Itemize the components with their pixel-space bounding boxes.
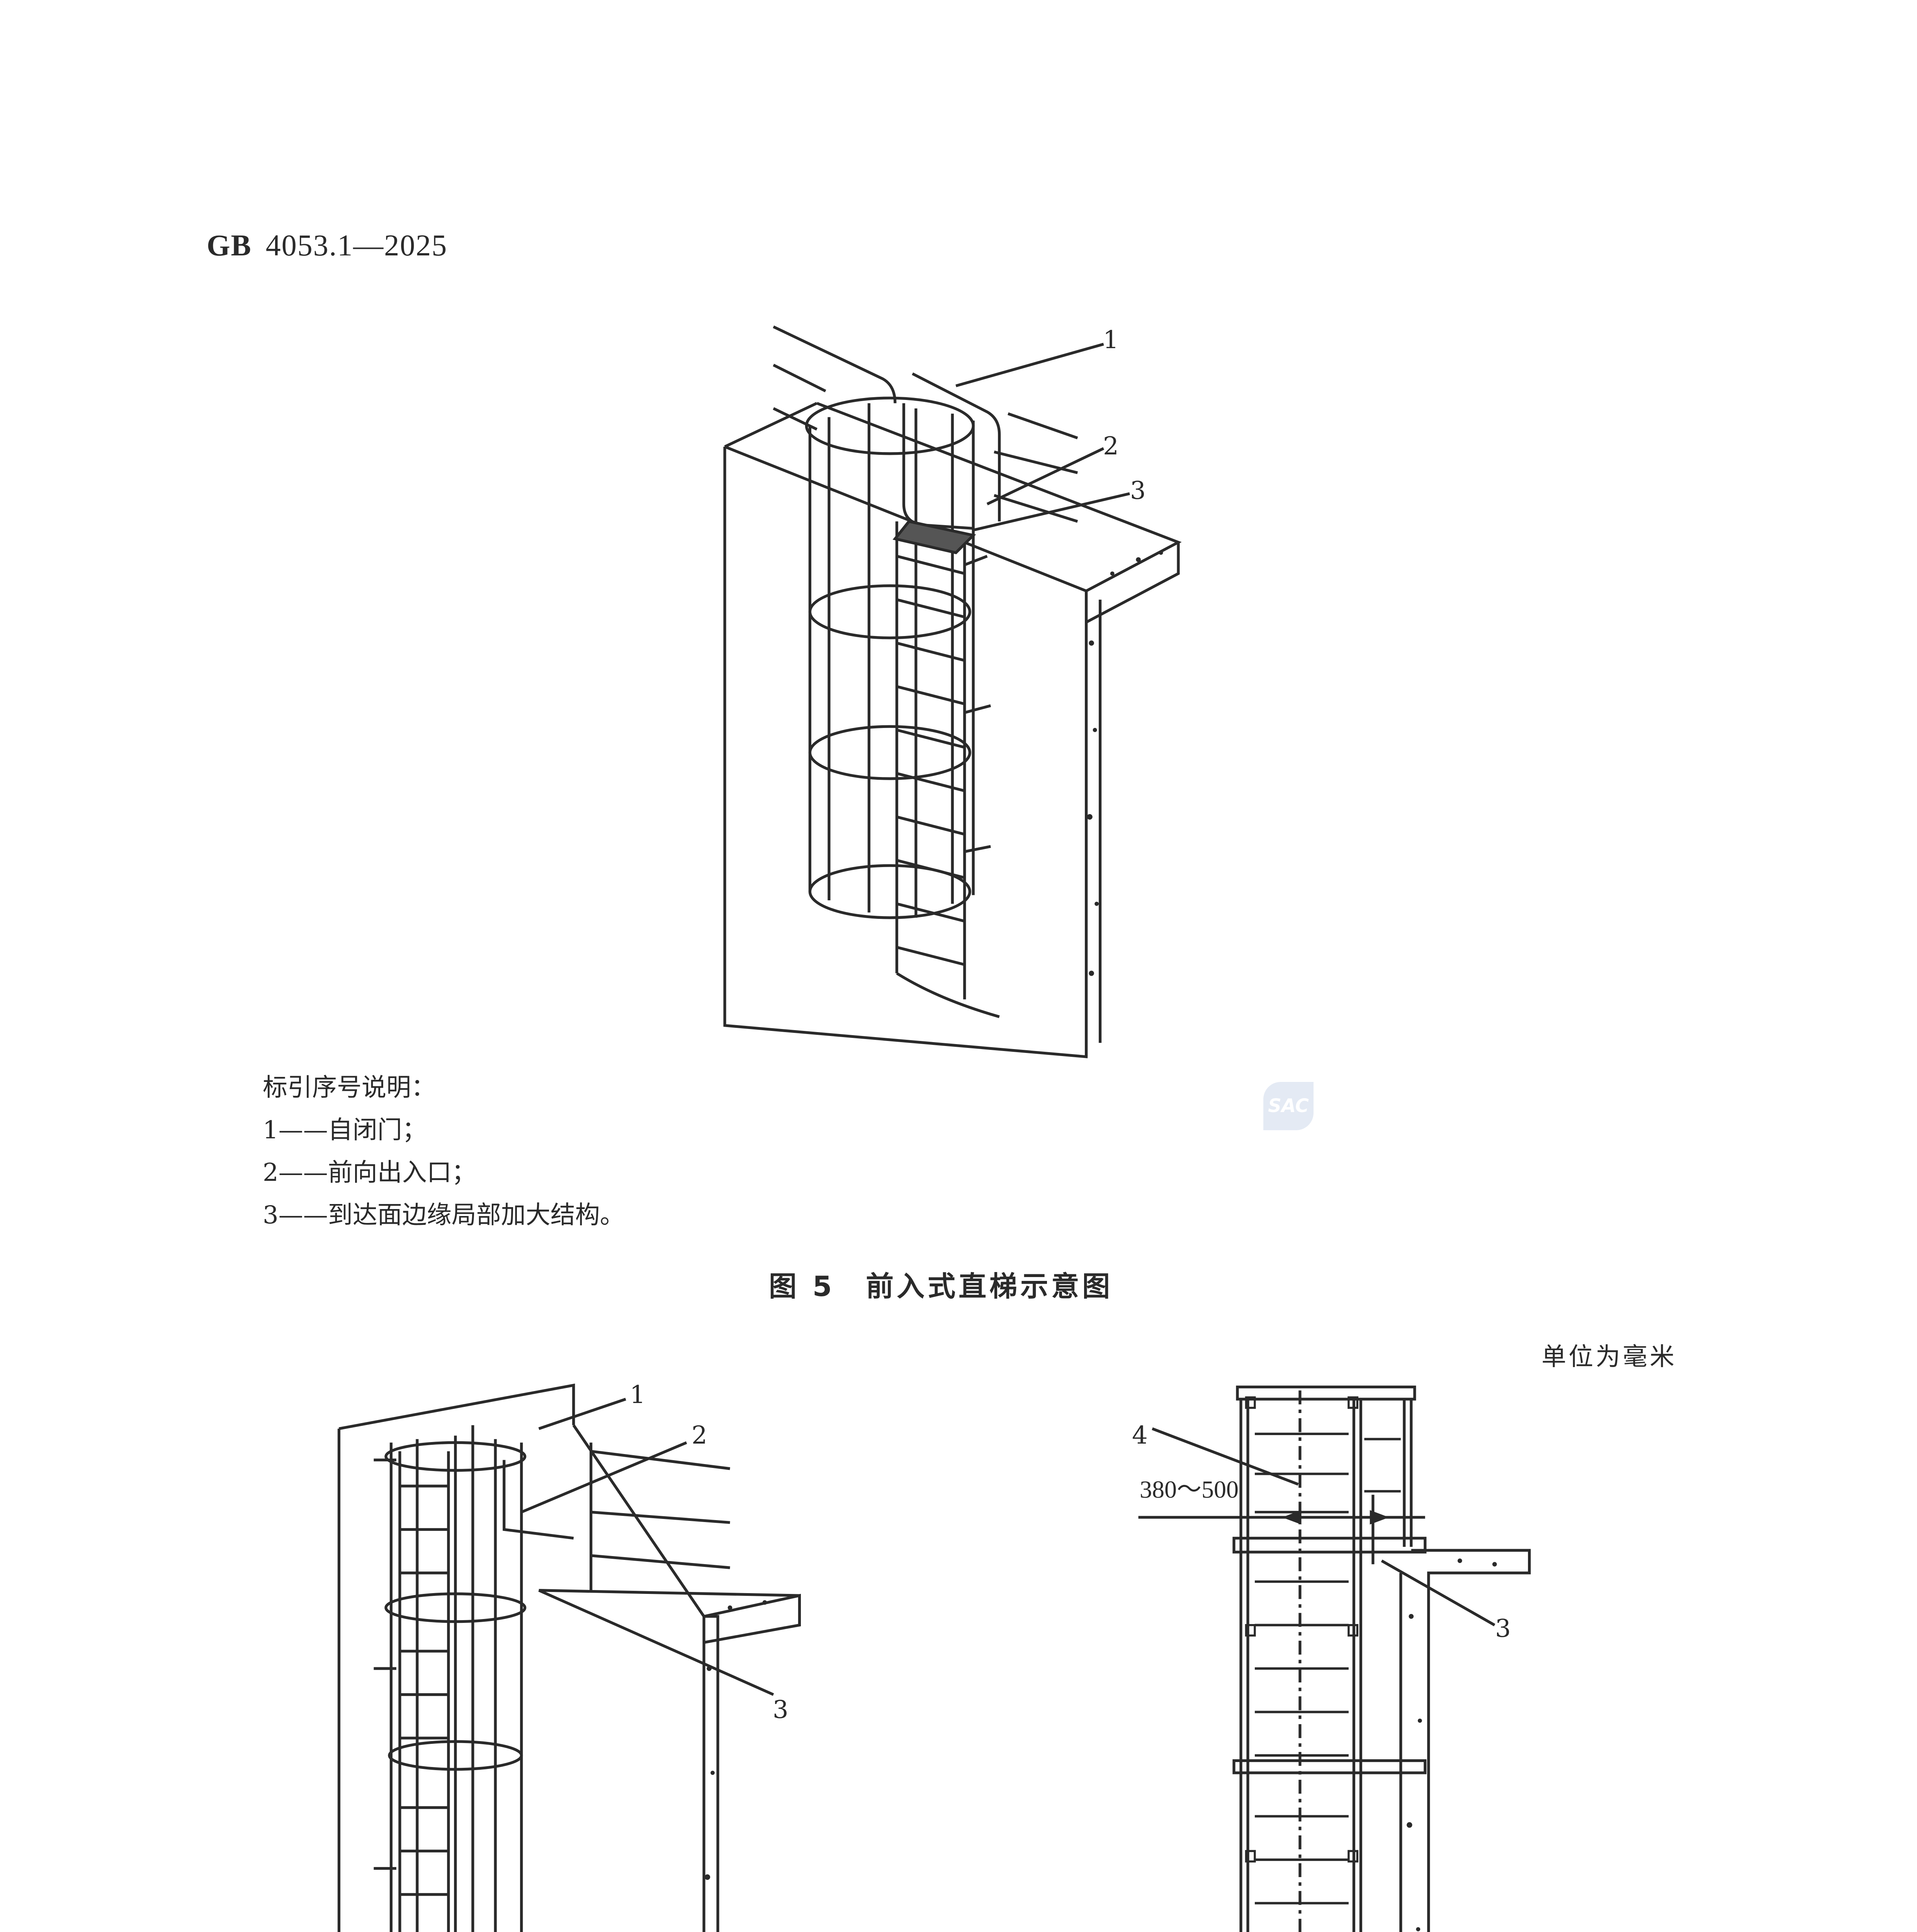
fig5-legend-title: 标引序号说明： [263,1073,436,1102]
document-header: GB 4053.1—2025 [207,228,447,263]
standard-prefix: GB [207,228,252,262]
fig6a-callout-2: 2 [692,1421,707,1450]
fig6a-callout-3: 3 [773,1696,789,1724]
fig5-callout-2: 2 [1103,432,1119,461]
fig5-caption: 图 5 前入式直梯示意图 [769,1270,1113,1303]
dimension-380-500: 380～500 [1140,1476,1239,1503]
sac-watermark-logo: SAC [1263,1082,1314,1130]
fig5-callout-3: 3 [1130,476,1146,505]
fig5-callout-1: 1 [1103,326,1119,354]
fig5-legend: 标引序号说明： 1——自闭门； 2——前向出入口； 3——到达面边缘局部加大结构… [263,1066,625,1236]
standard-number: 4053.1—2025 [265,228,448,262]
fig6a-callout-1: 1 [630,1381,646,1409]
fig5-legend-item-1: 1——自闭门； [263,1116,427,1145]
fig5-legend-item-2: 2——前向出入口； [263,1158,476,1187]
unit-note: 单位为毫米 [1541,1343,1677,1371]
fig5-legend-item-3: 3——到达面边缘局部加大结构。 [263,1201,625,1230]
fig6b-callout-3: 3 [1495,1614,1511,1643]
figure5-drawing [723,325,1182,1058]
figure6b-drawing [1138,1385,1531,1932]
fig6b-callout-4-top: 4 [1132,1421,1148,1450]
figure6a-drawing [337,1383,801,1932]
